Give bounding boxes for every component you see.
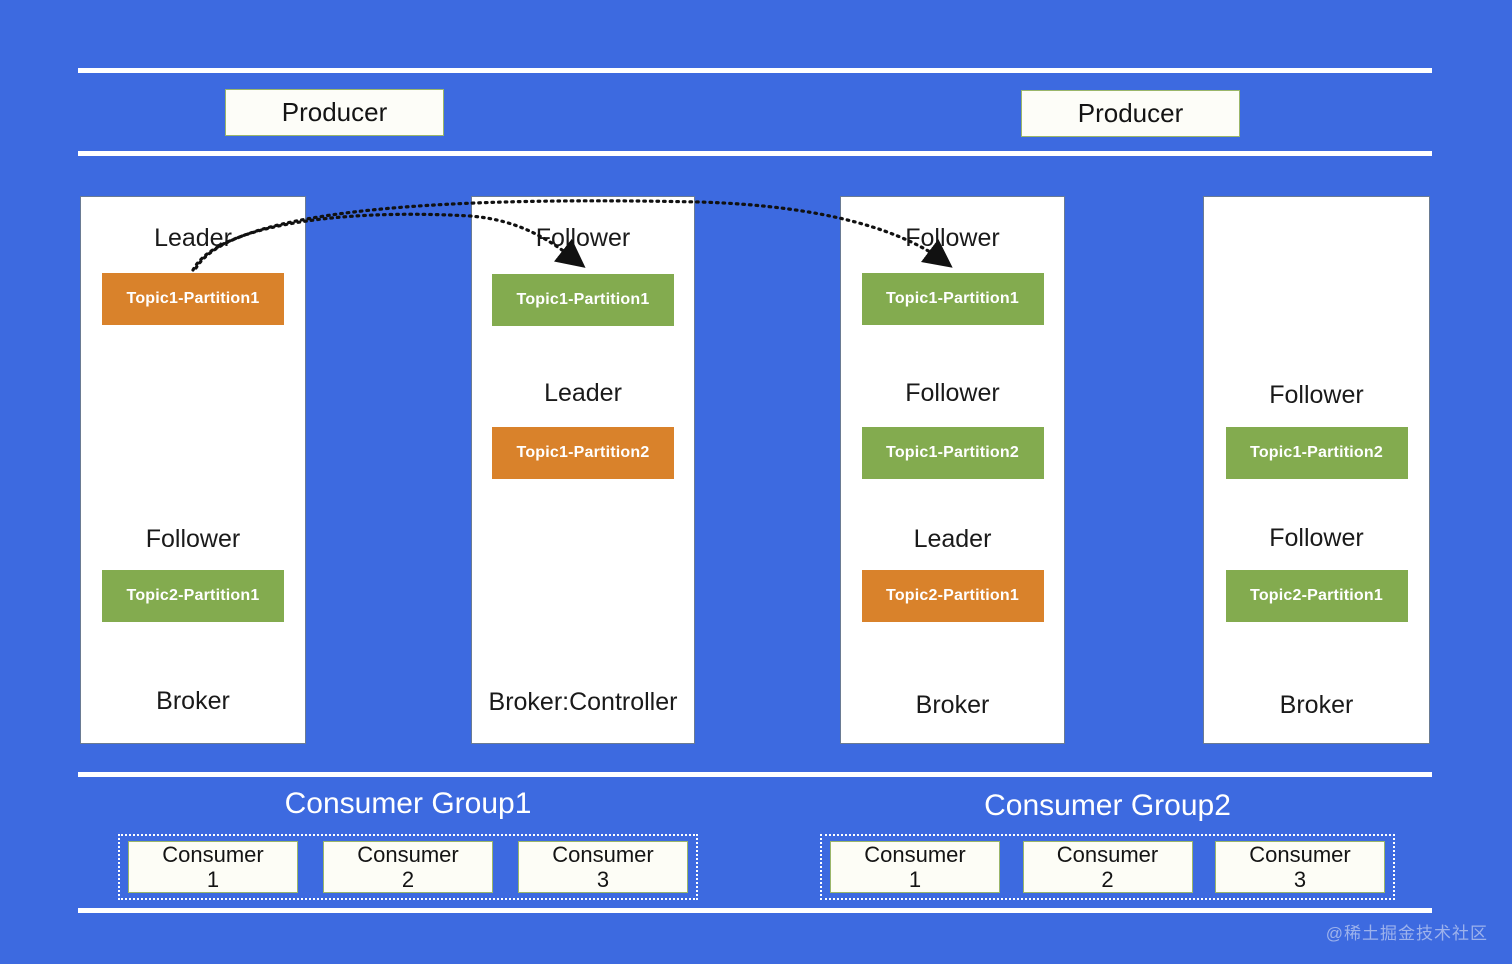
role-label: Follower xyxy=(1269,381,1364,409)
role-label: Leader xyxy=(154,224,232,252)
broker-name: Broker xyxy=(915,691,990,719)
partition-box[interactable]: Topic2-Partition1 xyxy=(102,570,284,622)
role-label: Follower xyxy=(535,224,631,252)
consumer-label: Consumer xyxy=(162,842,264,867)
broker-name: Broker xyxy=(156,687,230,715)
partition-box[interactable]: Topic1-Partition1 xyxy=(492,274,674,326)
producer-label: Producer xyxy=(281,97,388,127)
consumer-box[interactable]: Consumer 1 xyxy=(128,841,298,893)
divider-producer-bottom xyxy=(78,151,1432,156)
consumer-label: Consumer xyxy=(357,842,459,867)
broker-box-3[interactable]: Follower Topic1-Partition1 Follower Topi… xyxy=(840,196,1065,744)
producer-box-2[interactable]: Producer xyxy=(1021,90,1240,137)
consumer-index: 2 xyxy=(401,867,415,892)
producer-box-1[interactable]: Producer xyxy=(225,89,444,136)
partition-box[interactable]: Topic1-Partition1 xyxy=(102,273,284,325)
producer-label: Producer xyxy=(1077,98,1184,128)
broker-name: Broker:Controller xyxy=(488,688,678,716)
consumer-label: Consumer xyxy=(1056,842,1159,867)
consumer-label: Consumer xyxy=(1249,842,1351,867)
consumer-index: 1 xyxy=(206,867,220,892)
partition-box[interactable]: Topic2-Partition1 xyxy=(1225,570,1408,622)
partition-box[interactable]: Topic1-Partition2 xyxy=(861,427,1044,479)
consumer-index: 2 xyxy=(1101,867,1114,892)
consumer-index: 3 xyxy=(596,867,610,892)
partition-box[interactable]: Topic1-Partition1 xyxy=(861,273,1044,325)
partition-box[interactable]: Topic1-Partition2 xyxy=(1225,427,1408,479)
consumer-box[interactable]: Consumer 3 xyxy=(1215,841,1385,893)
consumer-group-title-2: Consumer Group2 xyxy=(984,789,1231,822)
divider-consumer-top xyxy=(78,772,1432,777)
broker-box-1[interactable]: Leader Topic1-Partition1 Follower Topic2… xyxy=(80,196,306,744)
consumer-group-box-2: Consumer 1 Consumer 2 Consumer 3 xyxy=(820,834,1395,900)
role-label: Follower xyxy=(145,525,241,553)
consumer-label: Consumer xyxy=(552,842,654,867)
consumer-index: 1 xyxy=(908,867,922,892)
consumer-group-box-1: Consumer 1 Consumer 2 Consumer 3 xyxy=(118,834,698,900)
role-label: Leader xyxy=(913,525,992,553)
consumer-label: Consumer xyxy=(864,842,966,867)
role-label: Follower xyxy=(905,224,1000,252)
consumer-index: 3 xyxy=(1293,867,1307,892)
consumer-group-title-1: Consumer Group1 xyxy=(284,787,532,820)
divider-bottom xyxy=(78,908,1432,913)
consumer-box[interactable]: Consumer 3 xyxy=(518,841,688,893)
watermark: @稀土掘金技术社区 xyxy=(1325,924,1488,943)
consumer-box[interactable]: Consumer 1 xyxy=(830,841,1000,893)
consumer-box[interactable]: Consumer 2 xyxy=(1022,841,1193,893)
consumer-box[interactable]: Consumer 2 xyxy=(323,841,493,893)
broker-name: Broker xyxy=(1279,691,1354,719)
partition-box[interactable]: Topic2-Partition1 xyxy=(861,570,1044,622)
broker-box-2[interactable]: Follower Topic1-Partition1 Leader Topic1… xyxy=(471,196,695,744)
broker-box-4[interactable]: Follower Topic1-Partition2 Follower Topi… xyxy=(1203,196,1430,744)
role-label: Follower xyxy=(1269,524,1364,552)
partition-box[interactable]: Topic1-Partition2 xyxy=(492,427,674,479)
role-label: Follower xyxy=(905,379,1000,407)
role-label: Leader xyxy=(544,379,622,407)
divider-top xyxy=(78,68,1432,73)
